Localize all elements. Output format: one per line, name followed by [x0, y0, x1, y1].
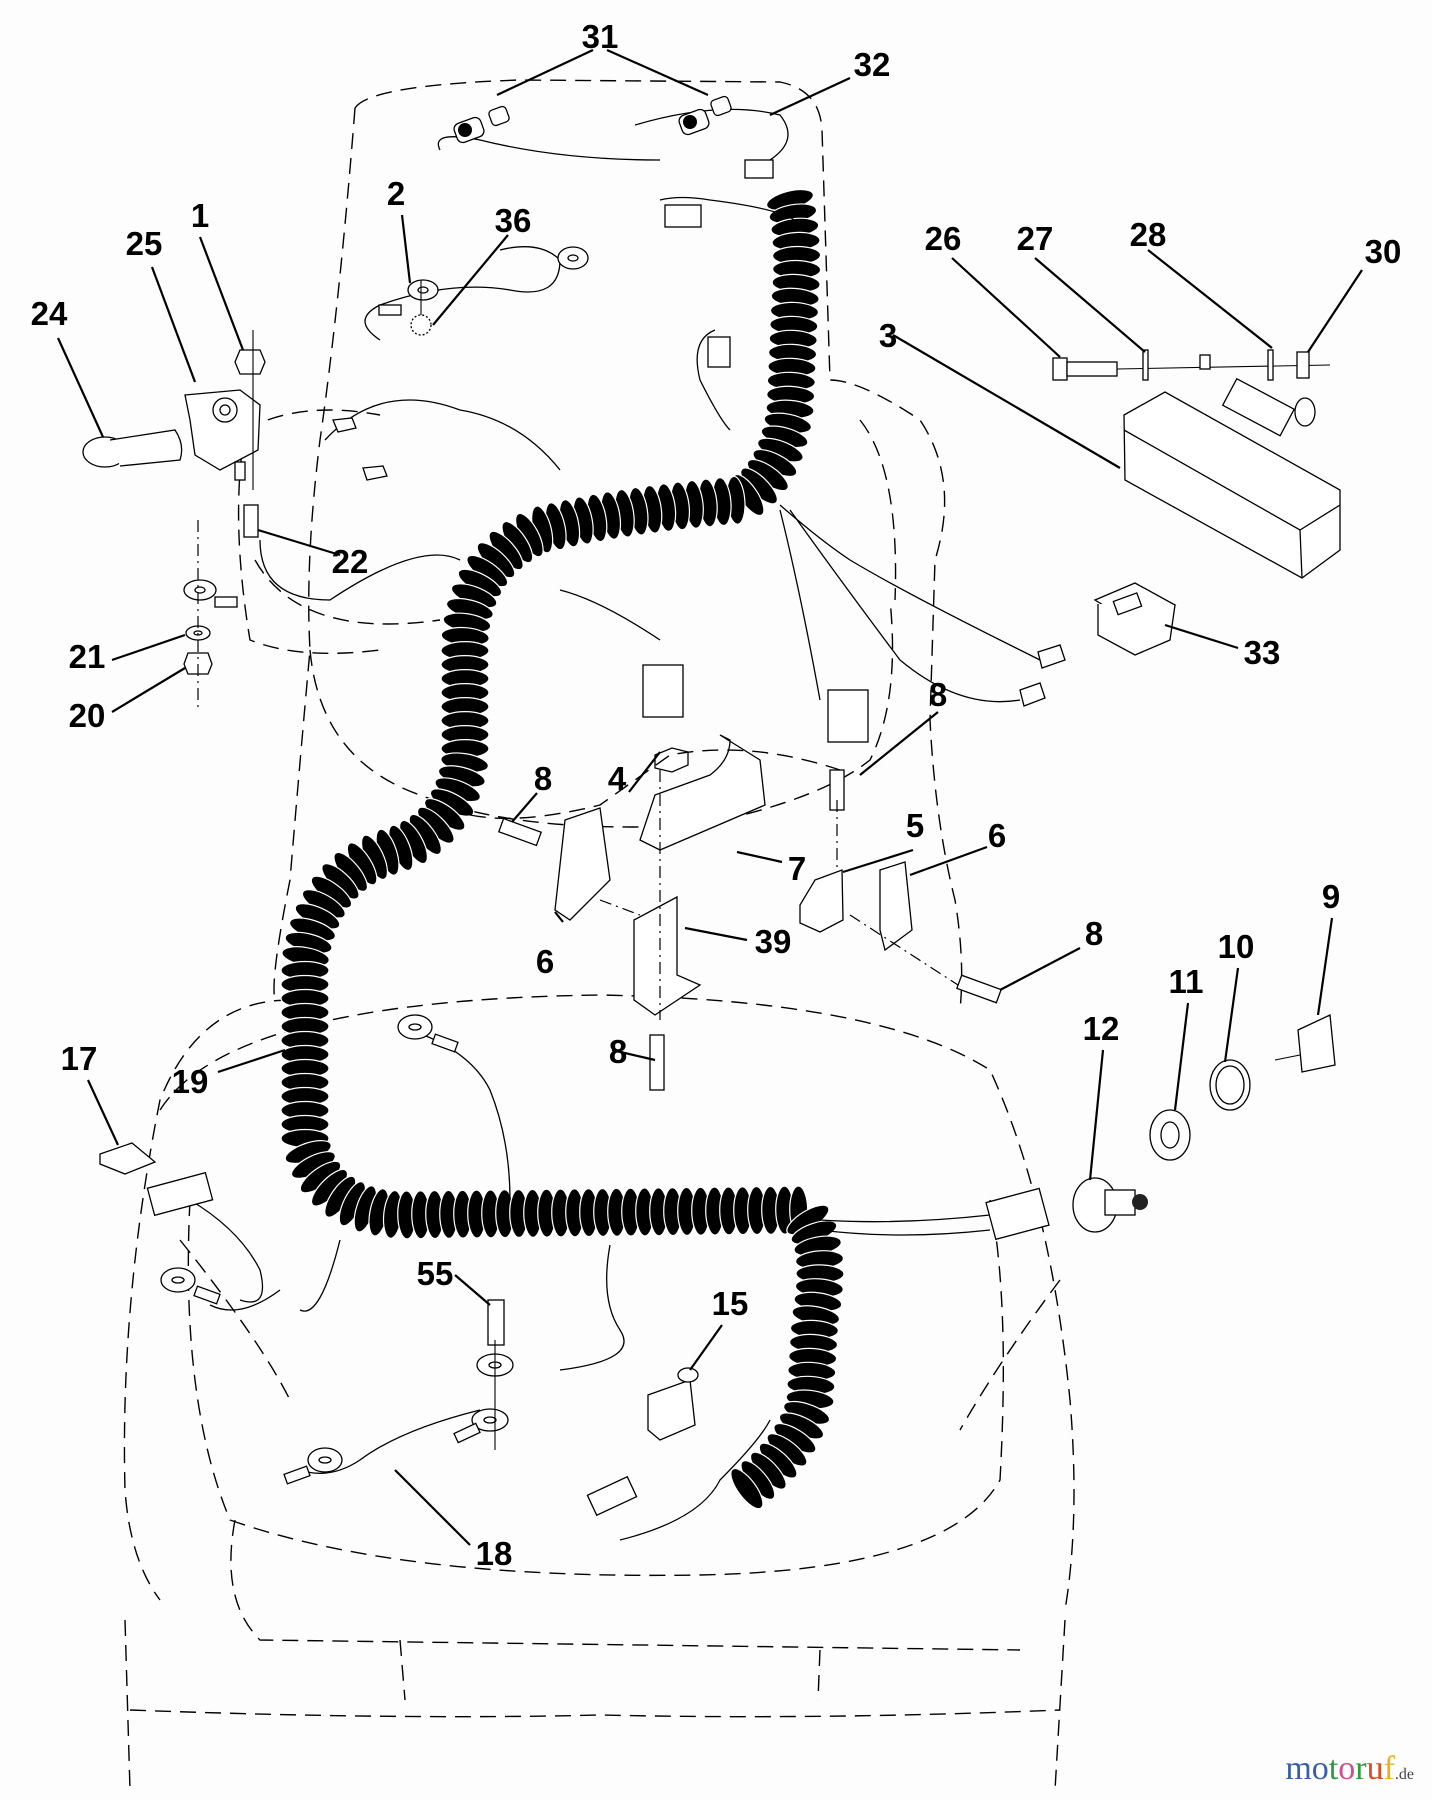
callout-25: 25 — [126, 225, 163, 262]
nut-4 — [654, 747, 689, 773]
watermark-letter: r — [1355, 1750, 1367, 1787]
callout-5: 5 — [906, 807, 924, 844]
star-washer — [410, 314, 432, 336]
motoruf-watermark: motoruf.de — [1285, 1750, 1414, 1788]
screw-8d — [649, 1034, 665, 1091]
callout-8-top-right: 8 — [929, 676, 947, 713]
watermark-letter: u — [1366, 1750, 1384, 1787]
ring-terminal-left-ground — [160, 1267, 221, 1305]
harness-connector — [985, 1187, 1050, 1241]
screw-8a — [497, 817, 543, 847]
coil-segment — [730, 1467, 764, 1510]
ring-terminal-solenoid — [183, 579, 238, 608]
tractor-outline — [123, 79, 1075, 1791]
callout-33: 33 — [1244, 634, 1281, 671]
callout-2: 2 — [387, 175, 405, 212]
callout-9: 9 — [1322, 878, 1340, 915]
callouts: 31 32 2 36 1 25 24 22 21 20 3 26 27 28 3… — [31, 18, 1402, 1572]
callout-15: 15 — [712, 1285, 749, 1322]
harness-plug-top — [664, 204, 702, 228]
callout-8-right: 8 — [1085, 915, 1103, 952]
clip — [362, 465, 388, 481]
callout-26: 26 — [925, 220, 962, 257]
connector-left — [642, 664, 684, 718]
fuse — [99, 1142, 157, 1175]
light-switch — [1093, 582, 1177, 656]
terminal — [1037, 644, 1066, 669]
battery — [1123, 377, 1341, 579]
watermark-letter: o — [1311, 1750, 1329, 1787]
callout-6-left: 6 — [536, 943, 554, 980]
callout-17: 17 — [61, 1040, 98, 1077]
ring-terminal-top-ground — [397, 1014, 459, 1053]
callout-32: 32 — [854, 46, 891, 83]
connector-top — [707, 336, 731, 368]
fuse-holder — [146, 1171, 214, 1217]
watermark-letter: o — [1338, 1750, 1356, 1787]
nut-1 — [234, 349, 266, 375]
callout-1: 1 — [191, 197, 209, 234]
callout-3: 3 — [879, 317, 897, 354]
callout-55: 55 — [417, 1255, 454, 1292]
callout-27: 27 — [1017, 220, 1054, 257]
terminal — [1019, 682, 1046, 707]
callout-7: 7 — [788, 850, 806, 887]
callout-28: 28 — [1130, 216, 1167, 253]
ring-terminal-2 — [378, 279, 439, 330]
bolt-22 — [243, 504, 259, 538]
connector-right — [827, 689, 869, 743]
ring-terminal-36 — [557, 246, 589, 270]
callout-11: 11 — [1169, 963, 1204, 1000]
key-9 — [1297, 1014, 1336, 1073]
ring-terminal-18 — [283, 1447, 343, 1485]
screw-55 — [487, 1299, 505, 1346]
lamp-socket-left — [453, 105, 510, 144]
wiring-harness-coil — [280, 188, 845, 1510]
nut-20 — [183, 652, 213, 675]
callout-22: 22 — [332, 543, 369, 580]
callout-18: 18 — [476, 1535, 513, 1572]
callout-31: 31 — [582, 18, 619, 55]
switch-6-right — [879, 861, 913, 952]
callout-6-right: 6 — [988, 817, 1006, 854]
callout-8-bottom: 8 — [609, 1033, 627, 1070]
terminal-boot — [82, 429, 183, 468]
watermark-letter: t — [1328, 1750, 1339, 1787]
seat-switch-plug — [586, 1475, 638, 1517]
callout-20: 20 — [69, 697, 106, 734]
wires — [189, 108, 1051, 1541]
lamp-socket-right — [678, 95, 732, 136]
switch-6-left — [554, 807, 611, 921]
watermark-letter: f — [1383, 1750, 1395, 1787]
battery-hardware — [1052, 349, 1331, 381]
callout-30: 30 — [1365, 233, 1402, 270]
callout-21: 21 — [69, 638, 106, 675]
bracket-7 — [639, 734, 766, 851]
solenoid — [184, 389, 261, 481]
ignition-switch — [1072, 1177, 1148, 1233]
callout-19: 19 — [172, 1063, 209, 1100]
leader-lines — [56, 48, 1363, 1546]
watermark-tld: .de — [1394, 1766, 1414, 1783]
seat-switch — [647, 1367, 699, 1441]
bracket-39 — [633, 895, 702, 1016]
callout-12: 12 — [1083, 1010, 1120, 1047]
clip — [332, 417, 357, 433]
callout-10: 10 — [1218, 928, 1255, 965]
parts — [82, 95, 1341, 1517]
callout-8-left: 8 — [534, 760, 552, 797]
headlight-connector — [744, 159, 774, 179]
callout-24: 24 — [31, 295, 68, 332]
bracket-5 — [799, 869, 844, 933]
callout-4: 4 — [608, 760, 627, 797]
callout-39: 39 — [755, 923, 792, 960]
watermark-letter: m — [1285, 1750, 1312, 1787]
screw-8c — [956, 974, 1002, 1004]
callout-36: 36 — [495, 202, 532, 239]
